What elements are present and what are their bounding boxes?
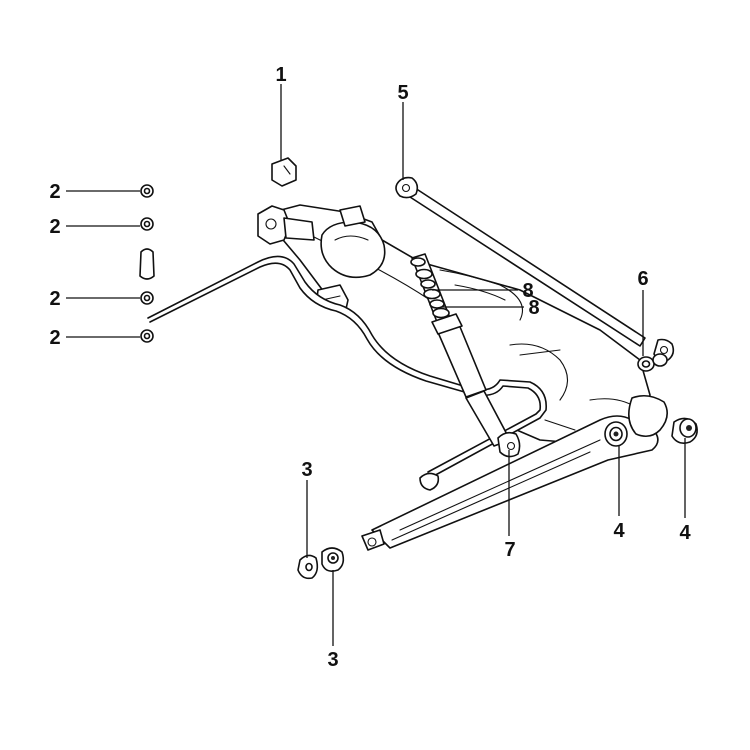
callout-2-top: 2 [49, 181, 60, 203]
lateral-rod-end-bushing [637, 353, 668, 372]
callout-1: 1 [275, 64, 286, 86]
trailing-arm-bushing-loose [671, 417, 698, 444]
callout-4-left: 4 [613, 520, 625, 542]
stabilizer-bar [147, 255, 547, 491]
leader-lines [66, 84, 686, 646]
callout-6: 6 [637, 268, 648, 290]
callout-3-lower: 3 [327, 649, 338, 671]
lower-bushings-pair [297, 547, 345, 580]
shock-bushing-stack [410, 257, 450, 319]
stabilizer-link-bushing [497, 431, 521, 458]
callout-2-second: 2 [49, 216, 60, 238]
axle-flange [257, 205, 315, 245]
callout-8-lower: 8 [528, 297, 539, 319]
callout-4-right: 4 [679, 522, 691, 544]
trailing-arm-bushing-inner [604, 421, 628, 447]
callout-2-third: 2 [49, 288, 60, 310]
callout-5: 5 [397, 82, 408, 104]
callout-numbers: 1 2 2 2 2 3 3 5 6 7 4 4 8 8 [49, 64, 691, 671]
bump-stop [271, 157, 297, 187]
differential-carrier [320, 205, 386, 279]
trailing-arm [361, 394, 668, 551]
callout-2-bottom: 2 [49, 327, 60, 349]
callout-7: 7 [504, 539, 515, 561]
callout-8-upper: 8 [522, 280, 533, 302]
callout-3-upper: 3 [301, 459, 312, 481]
stabilizer-bushings-column [139, 184, 155, 343]
